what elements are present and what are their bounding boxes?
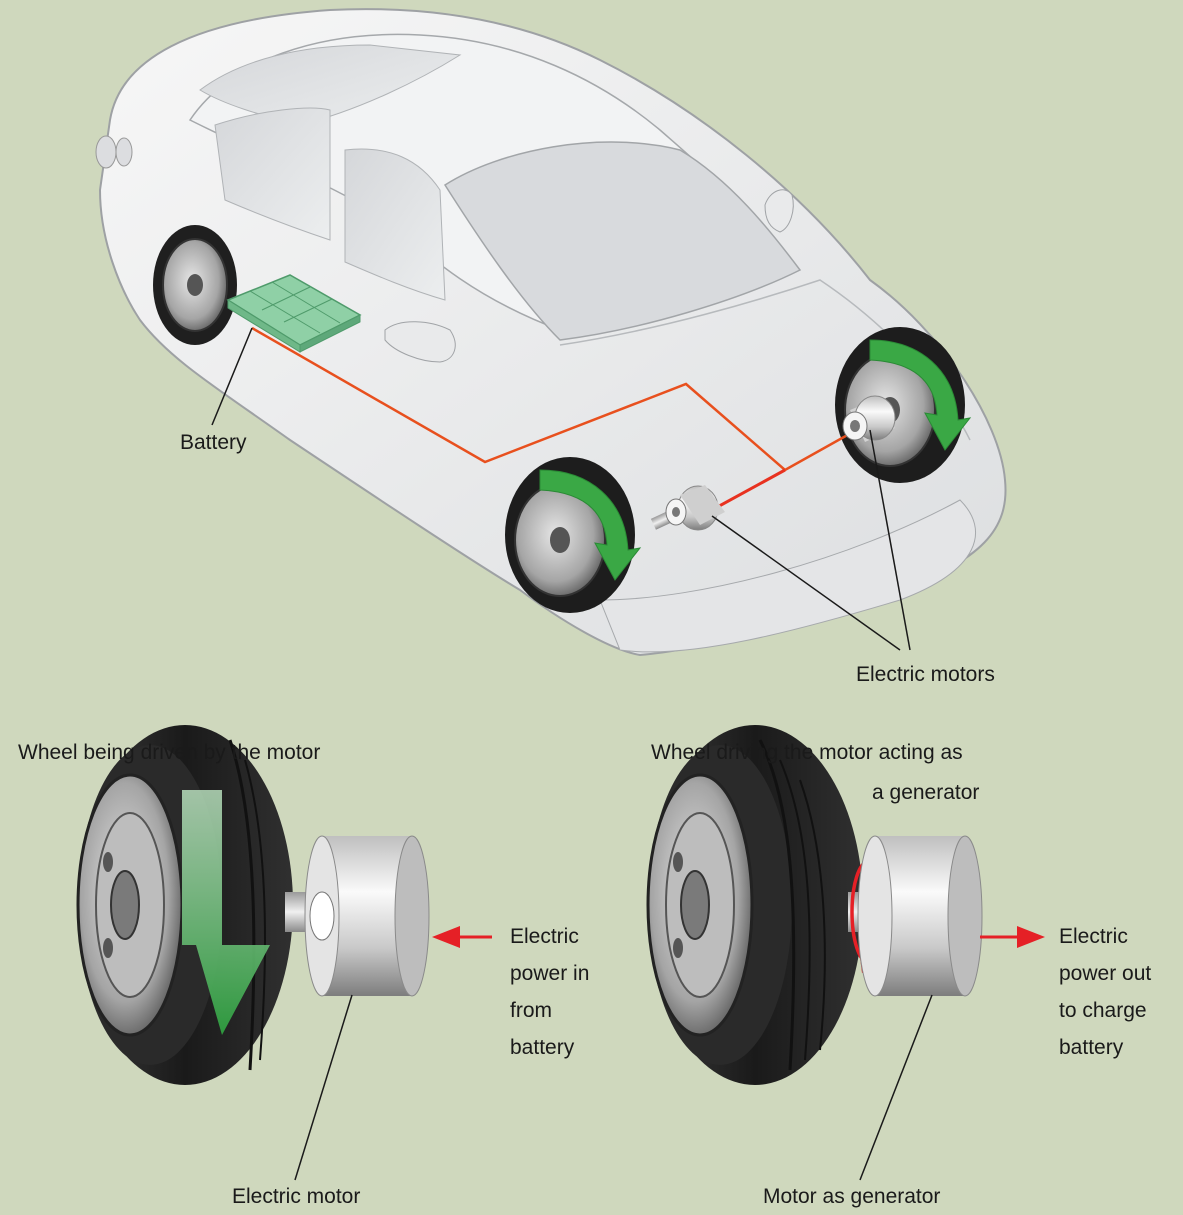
- power-out-label: Electric power out to charge battery: [1059, 918, 1151, 1066]
- electric-motor-label: Electric motor: [232, 1185, 361, 1208]
- car-mirror-left: [384, 321, 456, 363]
- wheel-driven-illustration: [76, 725, 492, 1181]
- motor-as-generator-label: Motor as generator: [763, 1185, 941, 1208]
- car-taillight: [95, 135, 117, 169]
- arrow-left-icon: [432, 926, 492, 948]
- wheel-driven-caption: Wheel being driven by the motor: [18, 741, 321, 764]
- wheel-icon: [646, 725, 863, 1085]
- battery-pack-icon: [226, 274, 362, 353]
- rotation-arrow-icon: [869, 339, 972, 451]
- car-taillight: [115, 137, 133, 167]
- power-in-line: power in: [510, 962, 590, 985]
- wheel-driving-caption-line1: Wheel driving the motor acting as: [651, 741, 963, 764]
- car-side-window-rear: [214, 107, 331, 241]
- power-in-line: from: [510, 999, 552, 1022]
- wheel-driving-caption-line2: a generator: [872, 781, 980, 804]
- car-illustration: [95, 8, 1007, 657]
- battery-label: Battery: [180, 431, 247, 454]
- car-rear-window: [199, 44, 462, 126]
- power-in-label: Electric power in from battery: [510, 918, 589, 1066]
- power-wire: [251, 326, 861, 472]
- motors-leader-line: [869, 429, 911, 651]
- car-windshield: [443, 141, 802, 341]
- motor-cylinder-icon: [857, 835, 983, 997]
- battery-leader-line: [211, 327, 253, 426]
- motor-leader-line: [294, 994, 353, 1181]
- rotation-arrow-icon: [539, 469, 642, 581]
- wheel-driving-illustration: [646, 725, 1045, 1181]
- motor-cylinder-icon: [650, 485, 725, 531]
- motor-cylinder-icon: [304, 835, 430, 997]
- car-rear-wheel: [153, 225, 237, 345]
- motor-cylinder-icon: [842, 395, 896, 442]
- arrow-right-icon: [980, 926, 1045, 948]
- car-side-window-front: [344, 148, 446, 301]
- rotation-arrow-icon: [182, 790, 270, 1035]
- car-mirror-right: [764, 189, 794, 233]
- power-out-line: battery: [1059, 1036, 1124, 1059]
- power-in-line: Electric: [510, 925, 579, 948]
- electric-motors-label: Electric motors: [856, 663, 995, 686]
- car-bumper: [599, 499, 976, 653]
- power-wire: [711, 468, 786, 512]
- power-out-line: to charge: [1059, 999, 1147, 1022]
- car-front-left-wheel: [505, 457, 642, 613]
- power-out-line: power out: [1059, 962, 1152, 985]
- generator-leader-line: [859, 994, 933, 1181]
- motors-leader-line: [711, 515, 901, 651]
- power-out-line: Electric: [1059, 925, 1128, 948]
- power-in-line: battery: [510, 1036, 575, 1059]
